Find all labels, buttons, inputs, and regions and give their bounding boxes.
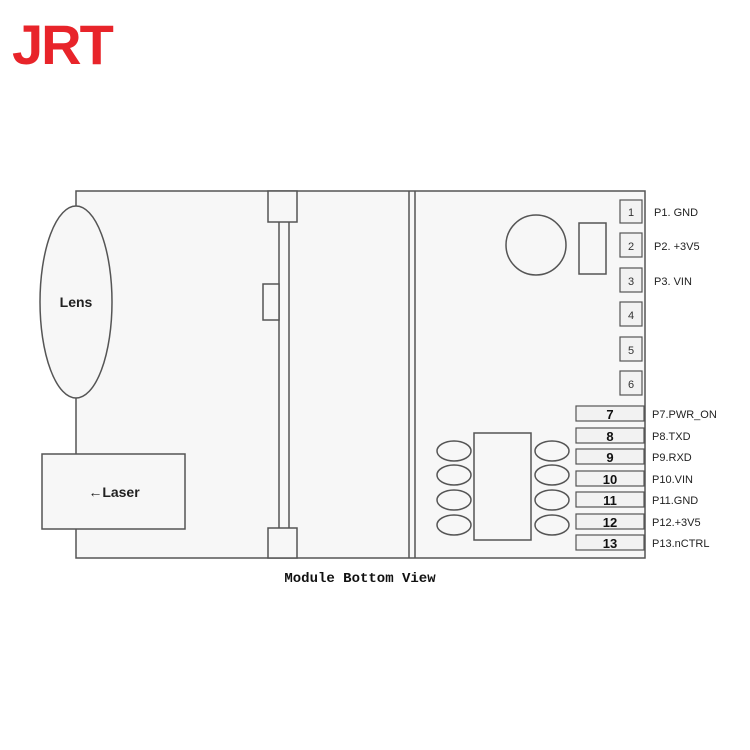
pin-label: P12.+3V5 bbox=[652, 517, 701, 529]
rail-tab bbox=[262, 283, 280, 321]
pin-7: 7 P7.PWR_ON bbox=[575, 405, 717, 422]
pin-number: 6 bbox=[628, 379, 634, 391]
round-component bbox=[505, 214, 567, 276]
rail-top-block bbox=[267, 190, 298, 223]
pin-label: P3. VIN bbox=[654, 276, 692, 288]
pin-5: 5 bbox=[619, 336, 643, 362]
pin-label: P1. GND bbox=[654, 207, 698, 219]
lens: Lens bbox=[39, 205, 113, 399]
rect-component bbox=[578, 222, 607, 275]
pin-number: 9 bbox=[606, 450, 613, 465]
pin-number: 8 bbox=[606, 429, 613, 444]
diagram-caption: Module Bottom View bbox=[284, 571, 436, 587]
pin-label: P13.nCTRL bbox=[652, 538, 709, 550]
pin-number: 4 bbox=[628, 310, 634, 322]
ic-pad bbox=[534, 464, 570, 486]
ic-pad bbox=[436, 464, 472, 486]
pin-label: P9.RXD bbox=[652, 452, 692, 464]
ic-pad bbox=[534, 440, 570, 462]
pin-number: 5 bbox=[628, 345, 634, 357]
ic-pad bbox=[436, 440, 472, 462]
laser-label: ←Laser bbox=[88, 484, 140, 500]
pin-9: 9 P9.RXD bbox=[575, 448, 692, 465]
pin-11: 11 P11.GND bbox=[575, 491, 698, 508]
ic-pad bbox=[534, 514, 570, 536]
pin-12: 12 P12.+3V5 bbox=[575, 513, 701, 530]
pin-8: 8 P8.TXD bbox=[575, 427, 691, 444]
pin-number: 1 bbox=[628, 207, 634, 219]
pin-number: 3 bbox=[628, 276, 634, 288]
pin-label: P10.VIN bbox=[652, 474, 693, 486]
pin-6: 6 bbox=[619, 370, 643, 396]
pin-number: 13 bbox=[603, 536, 617, 551]
pin-label: P2. +3V5 bbox=[654, 241, 700, 253]
pin-number: 12 bbox=[603, 515, 617, 530]
pin-2: 2 P2. +3V5 bbox=[619, 232, 700, 258]
ic-pad bbox=[436, 514, 472, 536]
pin-number: 2 bbox=[628, 241, 634, 253]
pins-small-group: 1 P1. GND 2 P2. +3V5 3 P3. VIN 4 5 6 bbox=[619, 199, 700, 396]
pin-number: 10 bbox=[603, 472, 617, 487]
ic-chip bbox=[436, 432, 570, 541]
pin-label: P11.GND bbox=[652, 495, 698, 507]
mounting-rail bbox=[262, 190, 298, 559]
pin-label: P8.TXD bbox=[652, 431, 691, 443]
pin-label: P7.PWR_ON bbox=[652, 409, 717, 421]
pin-13: 13 P13.nCTRL bbox=[575, 534, 709, 551]
pin-4: 4 bbox=[619, 301, 643, 327]
ic-body bbox=[473, 432, 532, 541]
ic-pad bbox=[436, 489, 472, 511]
pin-number: 7 bbox=[606, 407, 613, 422]
laser: ←Laser bbox=[41, 453, 186, 530]
lens-label: Lens bbox=[60, 294, 93, 310]
logo-text: JRT bbox=[12, 13, 114, 76]
pin-1: 1 P1. GND bbox=[619, 199, 698, 224]
pin-number: 11 bbox=[603, 493, 617, 508]
pin-10: 10 P10.VIN bbox=[575, 470, 693, 487]
pin-3: 3 P3. VIN bbox=[619, 267, 692, 293]
ic-pad bbox=[534, 489, 570, 511]
rail-bottom-block bbox=[267, 527, 298, 559]
jrt-logo: JRT bbox=[12, 13, 116, 76]
